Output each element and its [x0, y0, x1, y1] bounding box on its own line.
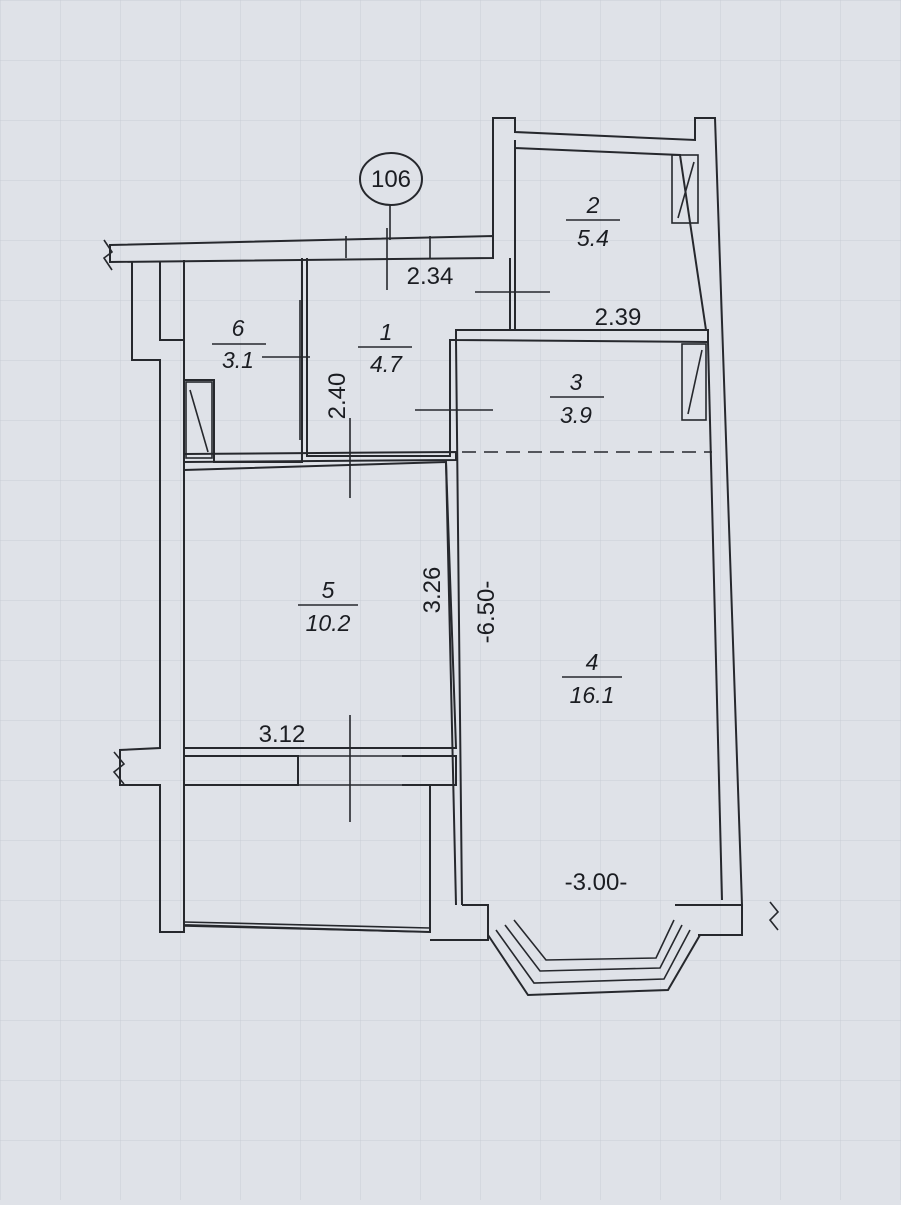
room-area: 5.4 — [577, 225, 609, 251]
bay-window-line-1 — [495, 929, 691, 984]
lower-window-lines — [183, 921, 431, 933]
room-area: 16.1 — [570, 682, 615, 708]
vent-shaft-room-2-diagonal — [677, 161, 695, 219]
vent-shaft-room-3-diagonal — [687, 349, 703, 415]
wall-break-top-left — [102, 239, 114, 271]
vent-shaft-room-6 — [185, 381, 213, 459]
room-number: 6 — [232, 315, 245, 341]
dimension-2-34: 2.34 — [407, 263, 454, 290]
wall-under-room-1 — [183, 450, 457, 463]
room-4-right-wall — [707, 341, 723, 901]
dimension-3-00: -3.00- — [565, 869, 628, 896]
room-area: 10.2 — [306, 610, 351, 636]
room-number: 2 — [586, 192, 600, 218]
apartment-marker-circle — [359, 152, 423, 206]
central-wall — [445, 339, 463, 906]
wall-break-bottom-right — [768, 901, 780, 931]
room-1-walls — [306, 258, 511, 457]
room-number: 1 — [380, 319, 393, 345]
dimension-2-39: 2.39 — [595, 304, 642, 331]
door-mark-room-2 — [475, 262, 550, 325]
room-2-label: 2 5.4 — [566, 192, 620, 251]
room-number: 3 — [570, 369, 583, 395]
bay-window-outer — [487, 934, 701, 997]
vent-shaft-room-6-diagonal — [189, 389, 209, 453]
bay-window-line-2 — [504, 924, 683, 972]
bottom-wall — [430, 904, 743, 941]
wall-break-left — [112, 751, 126, 785]
door-mark-top — [345, 236, 431, 258]
top-wall — [109, 234, 494, 264]
room-number: 5 — [322, 577, 335, 603]
vent-shaft-room-3 — [681, 343, 707, 421]
room-4-label: 4 16.1 — [562, 649, 622, 708]
vent-shaft-room-2 — [671, 154, 699, 224]
room-5-label: 5 10.2 — [298, 577, 358, 636]
dimension-3-12: 3.12 — [259, 721, 306, 748]
dimension-3-26: 3.26 — [419, 567, 446, 614]
room-number: 4 — [586, 649, 599, 675]
dimension-2-40: 2.40 — [324, 373, 351, 420]
room-area: 3.9 — [560, 402, 592, 428]
room-5-walls — [183, 460, 458, 749]
dimension-6-50: -6.50- — [473, 581, 500, 644]
bay-window-line-3 — [513, 919, 675, 961]
room-1-label: 1 4.7 — [358, 319, 412, 377]
room-3-label: 3 3.9 — [550, 369, 604, 428]
apartment-number: 106 — [371, 166, 411, 193]
walls — [102, 117, 780, 997]
room-6-label: 6 3.1 — [212, 315, 310, 373]
room-area: 4.7 — [370, 351, 403, 377]
door-mark-room-6 — [299, 300, 303, 440]
room-area: 3.1 — [222, 347, 254, 373]
upper-right-wall — [492, 117, 744, 906]
